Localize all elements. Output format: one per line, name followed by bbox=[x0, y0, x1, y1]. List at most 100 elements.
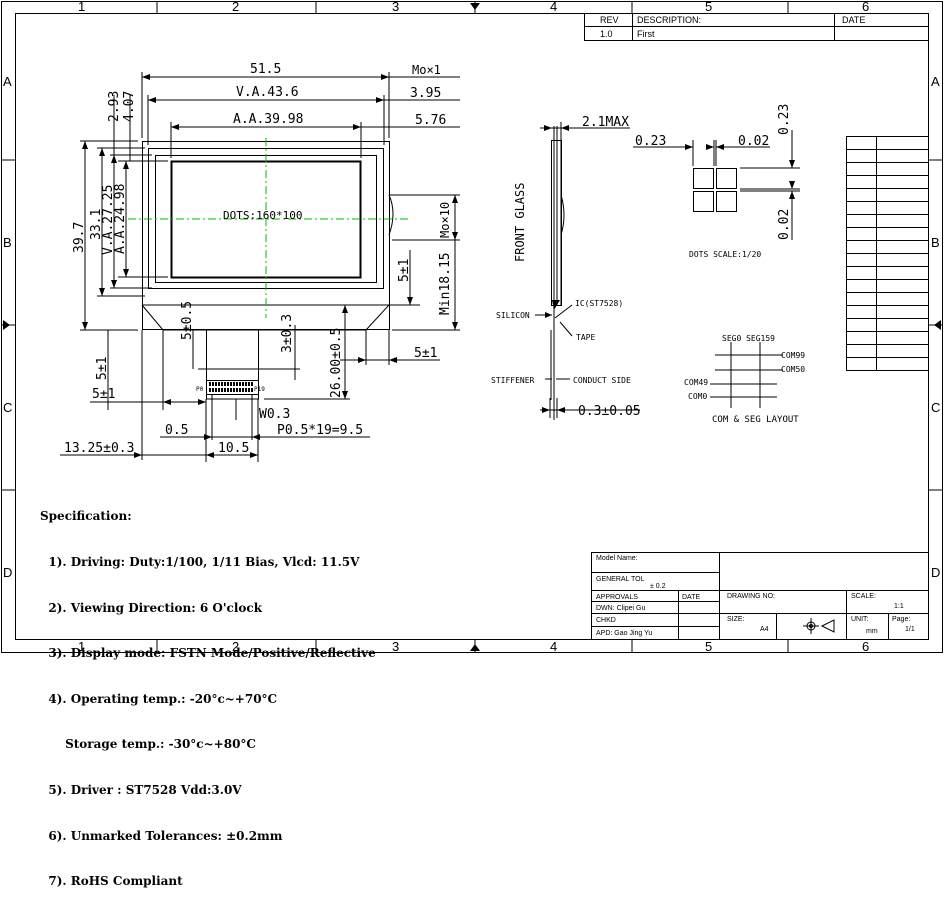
zone-row-b: B bbox=[3, 235, 12, 250]
rev-header: REV bbox=[600, 15, 619, 25]
dim-va-width: V.A.43.6 bbox=[236, 85, 299, 100]
dim-mox10: Mo×10 bbox=[438, 202, 452, 238]
front-dimension-arrows bbox=[82, 74, 458, 458]
tb-unit: UNIT: bbox=[851, 616, 869, 623]
dot-height: 0.23 bbox=[777, 104, 792, 135]
tb-page: Page: bbox=[892, 616, 910, 623]
frame-arrows bbox=[3, 3, 941, 651]
side-tape-label: TAPE bbox=[576, 333, 595, 342]
zone-col-4: 4 bbox=[550, 0, 557, 14]
zone-row-d: D bbox=[3, 565, 12, 580]
rev-value: 1.0 bbox=[600, 29, 613, 39]
description-header: DESCRIPTION: bbox=[637, 15, 701, 25]
dim-aa-width: A.A.39.98 bbox=[233, 112, 303, 127]
zone-col-6-bottom: 6 bbox=[862, 639, 869, 654]
zone-row-b-right: B bbox=[931, 235, 940, 250]
date-header: DATE bbox=[842, 15, 865, 25]
dim-3-95: 3.95 bbox=[410, 86, 441, 101]
com50-label: COM50 bbox=[781, 365, 805, 374]
zone-col-2-bottom: 2 bbox=[232, 639, 239, 654]
tb-date: DATE bbox=[682, 594, 700, 601]
zone-row-c: C bbox=[3, 400, 12, 415]
spec-line-4b: Storage temp.: -30°c~+80°C bbox=[40, 737, 256, 752]
spec-line-1: 1). Driving: Duty:1/100, 1/11 Bias, Vlcd… bbox=[40, 555, 360, 569]
specification-block: Specification: 1). Driving: Duty:1/100, … bbox=[40, 479, 376, 905]
zone-row-c-right: C bbox=[931, 400, 940, 415]
dim-0-5: 0.5 bbox=[165, 423, 188, 438]
zone-row-d-right: D bbox=[931, 565, 940, 580]
zone-col-1: 1 bbox=[78, 0, 85, 14]
side-ic-label: IC(ST7528) bbox=[575, 299, 623, 308]
spec-title: Specification: bbox=[40, 509, 132, 524]
dot-width: 0.23 bbox=[635, 134, 666, 149]
zone-col-5: 5 bbox=[705, 0, 712, 14]
dot-gap-width: 0.02 bbox=[738, 134, 769, 149]
dim-aa-height: A.A.24.98 bbox=[113, 184, 128, 254]
tb-size-value: A4 bbox=[760, 626, 769, 633]
zone-row-a: A bbox=[3, 74, 12, 89]
dim-5pm1-left-2: 5±1 bbox=[92, 387, 115, 402]
tb-tol-value: ± 0.2 bbox=[650, 583, 666, 590]
engineering-drawing: 1 2 3 4 5 6 1 2 3 4 5 6 A B C D A B C D … bbox=[1, 0, 943, 654]
dim-13-25: 13.25±0.3 bbox=[64, 441, 134, 456]
layout-caption: COM & SEG LAYOUT bbox=[712, 415, 799, 425]
tb-drawing-no: DRAWING NO: bbox=[727, 593, 775, 600]
tb-appd: APD: Gao Jing Yu bbox=[596, 630, 652, 637]
dots-detail-arrows bbox=[685, 144, 795, 199]
side-stiffener-label: STIFFENER bbox=[491, 376, 535, 385]
spec-line-4: 4). Operating temp.: -20°c~+70°C bbox=[40, 691, 278, 706]
dim-pitch: P0.5*19=9.5 bbox=[277, 423, 363, 438]
side-view bbox=[535, 122, 640, 420]
com-seg-layout bbox=[710, 342, 783, 408]
glass-tab bbox=[141, 304, 390, 331]
pin-p19: P19 bbox=[254, 386, 265, 393]
zone-col-3-bottom: 3 bbox=[392, 639, 399, 654]
zone-col-3: 3 bbox=[392, 0, 399, 14]
tb-drawn: DWN: Clipei Gu bbox=[596, 605, 646, 612]
fpc-cable bbox=[206, 329, 259, 400]
spec-line-2: 2). Viewing Direction: 6 O'clock bbox=[40, 600, 263, 615]
dots-scale-caption: DOTS SCALE:1/20 bbox=[689, 250, 761, 259]
zone-col-6: 6 bbox=[862, 0, 869, 14]
dim-33-1: 33.1 bbox=[89, 209, 104, 240]
side-thickness: 0.3±0.05 bbox=[578, 404, 641, 419]
seg-label: SEG0 SEG159 bbox=[722, 334, 775, 343]
dim-outline-height: 39.7 bbox=[72, 222, 87, 253]
spec-line-6: 6). Unmarked Tolerances: ±0.2mm bbox=[40, 828, 283, 843]
dim-2-93: 2.93 bbox=[107, 91, 122, 122]
side-front-glass: FRONT GLASS bbox=[513, 183, 527, 262]
dim-26: 26.00±0.5 bbox=[329, 328, 344, 398]
zone-col-5-bottom: 5 bbox=[705, 639, 712, 654]
fpc-contacts bbox=[206, 380, 259, 395]
side-silicon-label: SILICON bbox=[496, 311, 530, 320]
dim-5pm1-right: 5±1 bbox=[397, 259, 412, 282]
title-block bbox=[591, 552, 929, 640]
side-conduct-label: CONDUCT SIDE bbox=[573, 376, 631, 385]
tb-scale-value: 1:1 bbox=[894, 603, 904, 610]
zone-col-1-bottom: 1 bbox=[78, 639, 85, 654]
dim-4-07: 4.07 bbox=[122, 91, 137, 122]
zone-col-4-bottom: 4 bbox=[550, 639, 557, 654]
com49-label: COM49 bbox=[684, 378, 708, 387]
tb-page-value: 1/1 bbox=[905, 626, 915, 633]
side-view-arrows bbox=[542, 125, 569, 413]
dim-5-76: 5.76 bbox=[415, 113, 446, 128]
dim-outline-width: 51.5 bbox=[250, 62, 281, 77]
dim-w0-3: W0.3 bbox=[259, 407, 290, 422]
side-max: 2.1MAX bbox=[582, 115, 629, 130]
com0-label: COM0 bbox=[688, 392, 707, 401]
zone-row-a-right: A bbox=[931, 74, 940, 89]
fpc-pins bbox=[209, 382, 253, 392]
tb-scale: SCALE: bbox=[851, 593, 876, 600]
spec-line-7: 7). RoHS Compliant bbox=[40, 874, 183, 889]
tb-unit-value: mm bbox=[866, 628, 878, 635]
dim-3pm0-3: 3±0.3 bbox=[280, 314, 295, 353]
dim-mox1: Mo×1 bbox=[412, 63, 441, 77]
side-table bbox=[846, 136, 929, 371]
dim-5pm1-left: 5±1 bbox=[95, 357, 110, 380]
zone-col-2: 2 bbox=[232, 0, 239, 14]
dots-label: DOTS:160*100 bbox=[223, 209, 302, 222]
tb-general-tol: GENERAL TOL bbox=[596, 576, 645, 583]
tb-approvals: APPROVALS bbox=[596, 594, 638, 601]
tb-model-name: Model Name: bbox=[596, 555, 638, 562]
